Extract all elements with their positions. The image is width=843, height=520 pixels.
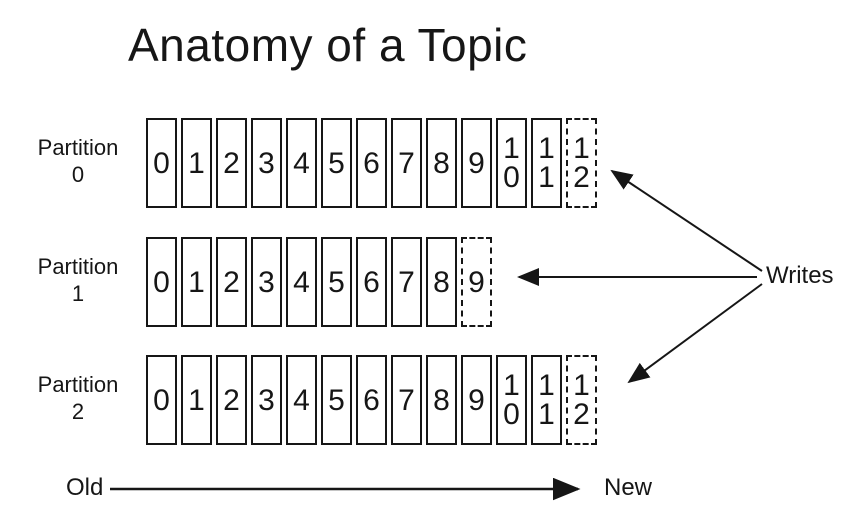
- log-segment-offset: 3: [258, 146, 275, 180]
- log-segment-cell: 11: [531, 118, 562, 208]
- log-segment-cell: 8: [426, 118, 457, 208]
- log-segment-cell: 5: [321, 355, 352, 445]
- log-segment-cell: 0: [146, 237, 177, 327]
- log-segment-offset: 4: [293, 265, 310, 299]
- log-segment-offset: 10: [503, 132, 520, 194]
- log-segment-cell: 9: [461, 355, 492, 445]
- partition-label-word: Partition: [37, 134, 119, 160]
- next-write-cell: 12: [566, 118, 597, 208]
- log-segment-cell: 9: [461, 118, 492, 208]
- log-segment-offset: 4: [293, 146, 310, 180]
- log-segment-offset: 11: [538, 132, 555, 194]
- log-segment-cell: 2: [216, 237, 247, 327]
- log-segment-cell: 7: [391, 118, 422, 208]
- log-segment-cell: 8: [426, 237, 457, 327]
- log-segment-offset: 1: [188, 146, 205, 180]
- partition-0-label: Partition 0: [22, 134, 134, 188]
- log-segment-cell: 7: [391, 355, 422, 445]
- old-label: Old: [66, 474, 104, 501]
- log-segment-cell: 10: [496, 118, 527, 208]
- log-segment-offset: 3: [258, 265, 275, 299]
- log-segment-cell: 0: [146, 355, 177, 445]
- log-segment-offset: 2: [223, 146, 240, 180]
- partition-label-index: 0: [71, 161, 85, 187]
- log-segment-cell: 1: [181, 118, 212, 208]
- log-segment-offset: 7: [398, 383, 415, 417]
- log-segment-offset: 5: [328, 146, 345, 180]
- log-segment-offset: 9: [468, 383, 485, 417]
- log-segment-cell: 3: [251, 237, 282, 327]
- log-segment-cell: 2: [216, 118, 247, 208]
- log-segment-cell: 11: [531, 355, 562, 445]
- log-segment-offset: 6: [363, 383, 380, 417]
- log-segment-offset: 8: [433, 146, 450, 180]
- next-write-cell: 12: [566, 355, 597, 445]
- log-segment-offset: 0: [153, 146, 170, 180]
- partition-label-index: 1: [71, 280, 85, 306]
- log-segment-offset: 5: [328, 383, 345, 417]
- log-segment-offset: 6: [363, 146, 380, 180]
- log-segment-offset: 0: [153, 383, 170, 417]
- next-write-cell: 9: [461, 237, 492, 327]
- log-segment-offset: 5: [328, 265, 345, 299]
- log-segment-cell: 1: [181, 355, 212, 445]
- partition-label-word: Partition: [37, 253, 119, 279]
- log-segment-offset: 2: [223, 383, 240, 417]
- log-segment-offset: 3: [258, 383, 275, 417]
- writes-label: Writes: [766, 262, 834, 289]
- log-segment-offset: 9: [468, 146, 485, 180]
- partition-label-index: 2: [71, 398, 85, 424]
- partition-2-label: Partition 2: [22, 371, 134, 425]
- log-segment-offset: 8: [433, 265, 450, 299]
- log-segment-cell: 2: [216, 355, 247, 445]
- log-segment-offset: 4: [293, 383, 310, 417]
- log-segment-cell: 5: [321, 237, 352, 327]
- log-segment-cell: 3: [251, 118, 282, 208]
- log-segment-cell: 4: [286, 355, 317, 445]
- log-segment-offset: 6: [363, 265, 380, 299]
- log-segment-offset: 7: [398, 146, 415, 180]
- log-segment-cell: 3: [251, 355, 282, 445]
- log-segment-cell: 1: [181, 237, 212, 327]
- log-segment-cell: 6: [356, 118, 387, 208]
- log-segment-cell: 5: [321, 118, 352, 208]
- log-segment-cell: 10: [496, 355, 527, 445]
- log-segment-cell: 6: [356, 237, 387, 327]
- log-segment-offset: 7: [398, 265, 415, 299]
- log-segment-cell: 4: [286, 237, 317, 327]
- log-segment-cell: 0: [146, 118, 177, 208]
- log-segment-cell: 8: [426, 355, 457, 445]
- log-segment-cell: 7: [391, 237, 422, 327]
- log-segment-offset: 8: [433, 383, 450, 417]
- log-segment-offset: 1: [188, 265, 205, 299]
- partition-label-word: Partition: [37, 371, 119, 397]
- log-segment-cell: 4: [286, 118, 317, 208]
- new-label: New: [604, 474, 653, 501]
- partition-1-label: Partition 1: [22, 253, 134, 307]
- log-segment-offset: 0: [153, 265, 170, 299]
- log-segment-cell: 6: [356, 355, 387, 445]
- diagram-title: Anatomy of a Topic: [128, 19, 528, 71]
- log-segment-offset: 2: [223, 265, 240, 299]
- log-segment-offset: 1: [188, 383, 205, 417]
- log-segment-offset: 10: [503, 369, 520, 431]
- log-segment-offset: 11: [538, 369, 555, 431]
